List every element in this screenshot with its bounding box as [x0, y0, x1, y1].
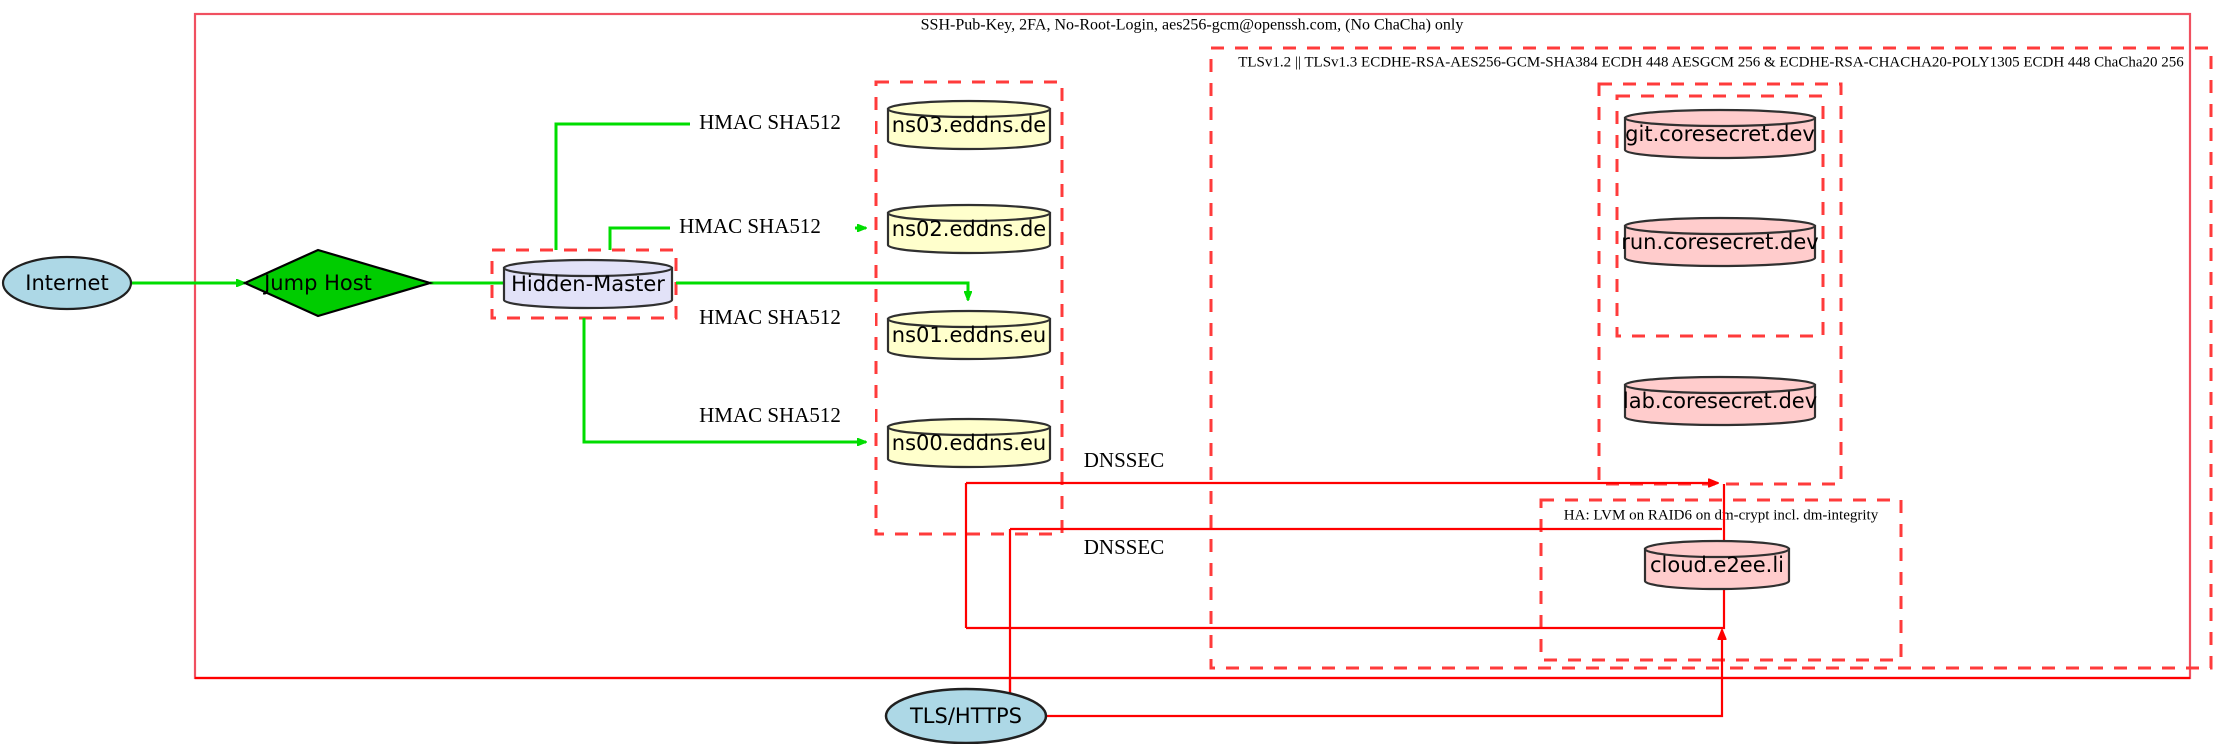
edge-dnssec-upper-tail	[966, 484, 1726, 630]
node-git-coresecret-label: git.coresecret.dev	[1625, 122, 1815, 146]
cluster-outer-ssh	[193, 12, 2192, 680]
node-ns03[interactable]: ns03.eddns.de	[886, 99, 1052, 151]
node-ns00[interactable]: ns00.eddns.eu	[886, 417, 1052, 469]
edge-tls-https-right	[1028, 630, 1722, 718]
svg-text:DNSSEC: DNSSEC	[1084, 448, 1165, 472]
node-cloud-e2ee-label: cloud.e2ee.li	[1650, 553, 1784, 577]
node-ns01[interactable]: ns01.eddns.eu	[886, 309, 1052, 361]
node-ns02-label: ns02.eddns.de	[892, 217, 1046, 241]
node-tls-https-label: TLS/HTTPS	[909, 704, 1022, 728]
node-lab-coresecret-label: lab.coresecret.dev	[1623, 389, 1817, 413]
node-run-coresecret-label: run.coresecret.dev	[1621, 230, 1819, 254]
node-hidden-master-label: Hidden-Master	[511, 272, 665, 296]
node-cloud-e2ee[interactable]: cloud.e2ee.li	[1643, 539, 1791, 591]
cluster-tls	[1209, 46, 2213, 670]
cluster-ha-label: HA: LVM on RAID6 on dm-crypt incl. dm-in…	[1564, 507, 1879, 523]
svg-text:HMAC SHA512: HMAC SHA512	[699, 403, 841, 427]
edge-label-dnssec-upper: DNSSEC	[1068, 448, 1180, 474]
svg-text:HMAC SHA512: HMAC SHA512	[679, 214, 821, 238]
node-jump-host-label: Jump Host	[262, 271, 372, 295]
edge-hiddenmaster-to-ns01	[676, 281, 968, 300]
node-tls-https[interactable]: TLS/HTTPS	[884, 687, 1048, 744]
node-internet[interactable]: Internet	[1, 255, 133, 311]
node-lab-coresecret[interactable]: lab.coresecret.dev	[1623, 375, 1817, 427]
svg-text:DNSSEC: DNSSEC	[1084, 535, 1165, 559]
cluster-coresecret-zone	[1597, 82, 1843, 486]
cluster-coresecret-inner-zone	[1615, 94, 1825, 338]
node-hidden-master[interactable]: Hidden-Master	[502, 258, 674, 310]
edge-label-hmac-ns01: HMAC SHA512	[690, 305, 875, 331]
node-ns00-label: ns00.eddns.eu	[892, 431, 1046, 455]
cluster-dns-zone	[874, 80, 1064, 536]
edge-label-hmac-ns03: HMAC SHA512	[690, 110, 875, 136]
node-ns02[interactable]: ns02.eddns.de	[886, 203, 1052, 255]
node-ns03-label: ns03.eddns.de	[892, 113, 1046, 137]
cluster-tls-label: TLSv1.2 || TLSv1.3 ECDHE-RSA-AES256-GCM-…	[1238, 54, 2184, 70]
node-jump-host[interactable]: Jump Host	[242, 248, 434, 318]
svg-text:HMAC SHA512: HMAC SHA512	[699, 305, 841, 329]
edge-label-hmac-ns02: HMAC SHA512	[670, 214, 855, 240]
node-run-coresecret[interactable]: run.coresecret.dev	[1621, 216, 1819, 268]
edge-label-hmac-ns00: HMAC SHA512	[690, 403, 875, 429]
node-internet-label: Internet	[25, 271, 108, 295]
cluster-outer-ssh-label: SSH-Pub-Key, 2FA, No-Root-Login, aes256-…	[921, 17, 1464, 34]
node-ns01-label: ns01.eddns.eu	[892, 323, 1046, 347]
edge-hiddenmaster-to-ns00	[582, 318, 866, 442]
svg-text:HMAC SHA512: HMAC SHA512	[699, 110, 841, 134]
node-git-coresecret[interactable]: git.coresecret.dev	[1623, 108, 1817, 160]
edge-label-dnssec-lower: DNSSEC	[1068, 535, 1180, 561]
